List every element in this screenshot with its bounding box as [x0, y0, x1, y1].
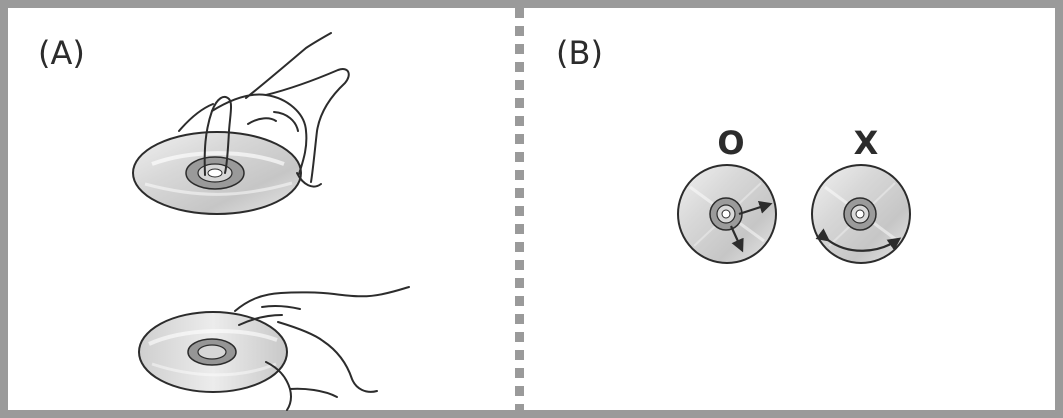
- panel-a-label: (A): [38, 34, 85, 72]
- arrow-icon: [738, 200, 773, 216]
- correct-mark: O: [717, 124, 744, 162]
- hand-icon: [178, 32, 350, 188]
- instruction-icons: O X: [677, 124, 911, 264]
- hand-icon: [234, 286, 410, 411]
- cd-disc-icon: [132, 131, 302, 215]
- incorrect-mark: X: [854, 124, 879, 162]
- panel-divider: [515, 8, 524, 410]
- panel-b-label: (B): [556, 34, 603, 72]
- cd-disc-icon: [677, 164, 777, 264]
- arrow-icon: [730, 225, 744, 253]
- cd-disc-icon: [811, 164, 911, 264]
- arrow-icon: [815, 228, 902, 252]
- cd-disc-icon: [138, 311, 288, 393]
